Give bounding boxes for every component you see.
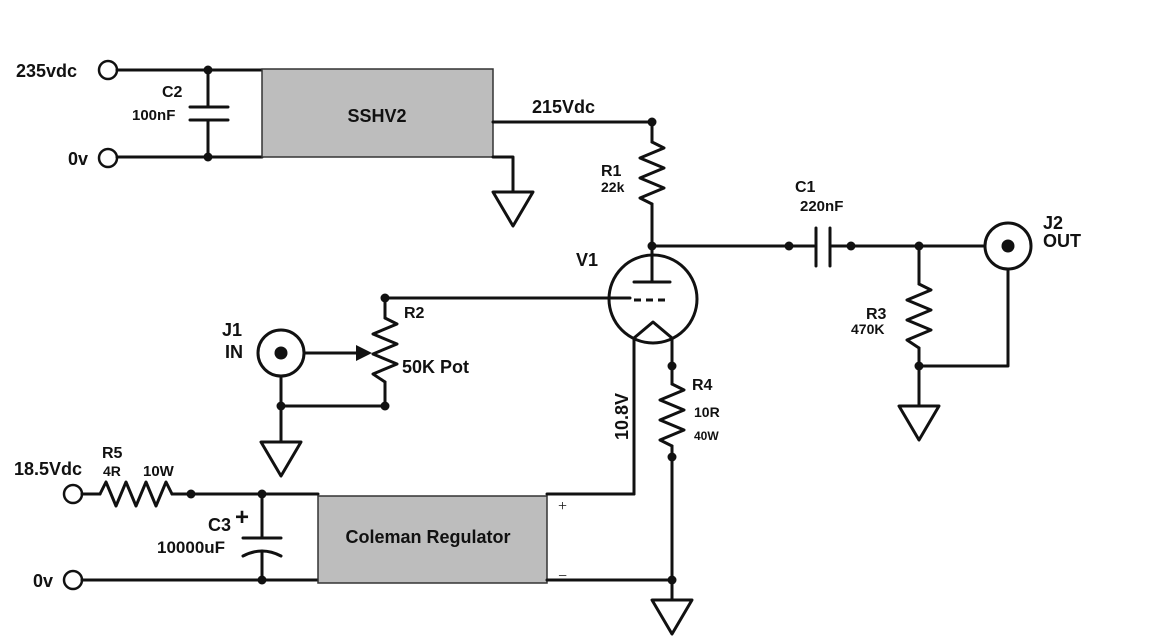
j2-name: OUT bbox=[1043, 231, 1081, 251]
coleman-regulator-module bbox=[317, 495, 548, 584]
lv-supply-section bbox=[62, 480, 674, 591]
heater-voltage-label: 10.8V bbox=[612, 393, 632, 440]
resistor-r1 bbox=[638, 120, 666, 251]
c3-ref: C3 bbox=[208, 515, 231, 535]
terminal-18-5vdc[interactable] bbox=[62, 483, 84, 505]
label-18-5vdc: 18.5Vdc bbox=[14, 459, 82, 479]
r2-value: 50K Pot bbox=[402, 357, 469, 377]
junction-dot bbox=[784, 241, 794, 251]
j1-ref: J1 bbox=[222, 320, 242, 340]
j1-name: IN bbox=[225, 342, 243, 362]
r1-ref: R1 bbox=[601, 163, 622, 180]
labels: 235vdc 0v C2 100nF SSHV2 215Vdc R1 22k C… bbox=[14, 61, 1081, 591]
jack-j2-center bbox=[1001, 239, 1015, 253]
r4-value: 10R bbox=[694, 404, 720, 420]
r4-power: 40W bbox=[694, 429, 719, 443]
r5-value: 4R bbox=[103, 463, 121, 479]
label-215vdc: 215Vdc bbox=[532, 97, 595, 117]
input-section bbox=[256, 293, 611, 478]
junction-dot bbox=[846, 241, 856, 251]
label-0v-top: 0v bbox=[68, 149, 88, 169]
junction-dot bbox=[203, 65, 213, 75]
output-section bbox=[650, 221, 1033, 442]
c2-value: 100nF bbox=[132, 107, 175, 124]
terminal-0v-top[interactable] bbox=[97, 147, 119, 169]
r4-ref: R4 bbox=[692, 377, 713, 394]
c2-ref: C2 bbox=[162, 84, 183, 101]
triode-v1 bbox=[607, 244, 699, 496]
coleman-regulator-label: Coleman Regulator bbox=[345, 527, 510, 547]
jack-j1-center bbox=[274, 346, 288, 360]
capacitor-c2 bbox=[188, 65, 230, 162]
ground-symbol bbox=[259, 440, 303, 478]
r1-value: 22k bbox=[601, 179, 625, 195]
j2-ref: J2 bbox=[1043, 213, 1063, 233]
sshv2-label: SSHV2 bbox=[347, 106, 406, 126]
label-235vdc: 235vdc bbox=[16, 61, 77, 81]
ground-symbol bbox=[650, 598, 694, 636]
c3-value: 10000uF bbox=[157, 538, 225, 557]
r5-ref: R5 bbox=[102, 445, 123, 462]
junction-dot bbox=[186, 489, 196, 499]
terminal-235vdc[interactable] bbox=[97, 59, 119, 81]
terminal-0v-bottom[interactable] bbox=[62, 569, 84, 591]
junction-dot bbox=[203, 152, 213, 162]
r3-ref: R3 bbox=[866, 306, 887, 323]
ground-symbol bbox=[897, 404, 941, 442]
sshv2-module bbox=[261, 68, 494, 158]
ground-symbol bbox=[491, 190, 535, 228]
label-0v-bottom: 0v bbox=[33, 571, 53, 591]
resistor-r4 bbox=[650, 364, 694, 636]
v1-ref: V1 bbox=[576, 250, 598, 270]
regulator-minus-label: − bbox=[558, 568, 567, 585]
regulator-plus-label: + bbox=[558, 498, 567, 515]
hv-supply-section bbox=[97, 59, 657, 228]
junction-dot bbox=[380, 401, 390, 411]
wiper-arrow-icon bbox=[356, 345, 372, 361]
c3-polarity: + bbox=[235, 504, 249, 531]
r2-ref: R2 bbox=[404, 305, 425, 322]
r3-value: 470K bbox=[851, 321, 884, 337]
c1-value: 220nF bbox=[800, 198, 843, 215]
junction-dot bbox=[667, 452, 677, 462]
r5-power: 10W bbox=[143, 463, 175, 480]
junction-dot bbox=[257, 575, 267, 585]
c1-ref: C1 bbox=[795, 179, 816, 196]
